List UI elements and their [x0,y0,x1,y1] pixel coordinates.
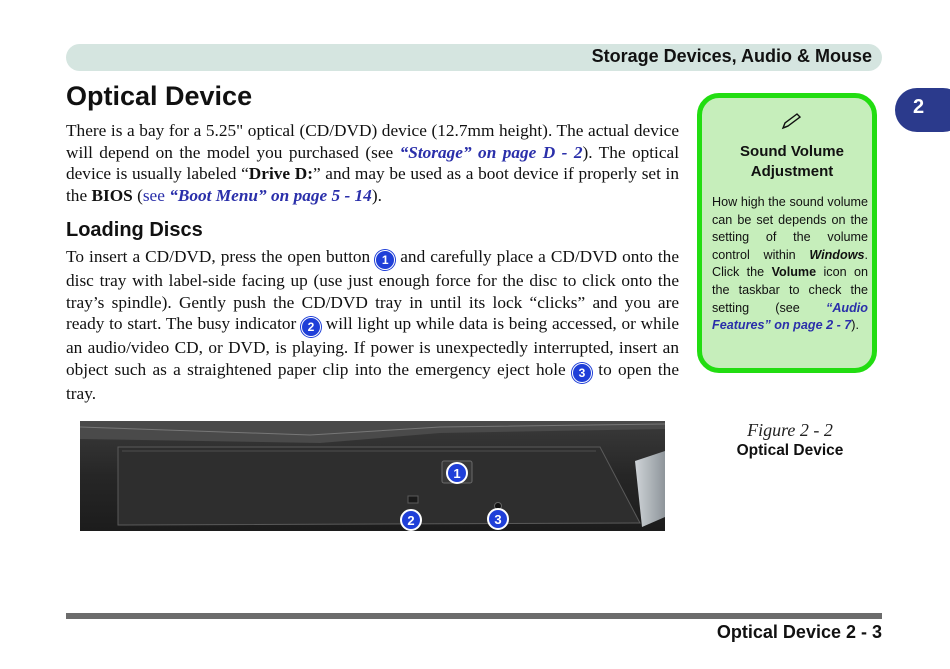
intro-paragraph: There is a bay for a 5.25" optical (CD/D… [66,121,679,205]
svg-text:2: 2 [407,513,414,528]
audio-features-reference-link[interactable]: “Audio Features” on page 2 - 7 [712,300,868,333]
figure-number: Figure 2 - 2 [747,420,833,440]
subsection-title: Loading Discs [66,219,203,241]
footer-page-label: Optical Device 2 - 3 [716,622,882,642]
callout-badge-3: 3 [571,362,592,383]
loading-paragraph: To insert a CD/DVD, press the open butto… [66,247,680,403]
note-title: Sound Volume Adjustment [740,143,844,180]
note-body: How high the sound volume can be set dep… [712,195,868,333]
callout-badge-1: 1 [375,250,396,270]
callout-2-marker: 2 [400,509,422,531]
bios-label: BIOS [91,185,133,205]
drive-label: Drive D: [248,164,313,184]
figure-title: Optical Device [736,442,844,459]
callout-1-marker: 1 [446,462,468,484]
storage-reference-link[interactable]: “Storage” on page D - 2 [399,142,583,162]
header-title: Storage Devices, Audio & Mouse [591,46,872,66]
section-title: Optical Device [66,81,253,111]
callout-3-marker: 3 [487,508,509,530]
footer-rule [66,613,882,619]
pencil-icon [781,113,802,130]
optical-device-photo: 1 2 3 [80,421,665,531]
svg-text:3: 3 [494,512,501,527]
callout-badge-2: 2 [301,317,322,338]
svg-text:1: 1 [453,466,460,481]
sidebar-note-box: Sound Volume Adjustment How high the sou… [697,93,877,373]
chapter-tab: 2 [895,88,950,132]
figure-caption: Figure 2 - 2 Optical Device [700,419,880,461]
boot-menu-reference-link[interactable]: “Boot Menu” on page 5 - 14 [169,185,372,205]
chapter-tab-number: 2 [913,96,925,118]
page-header-bar: Storage Devices, Audio & Mouse [66,44,882,71]
